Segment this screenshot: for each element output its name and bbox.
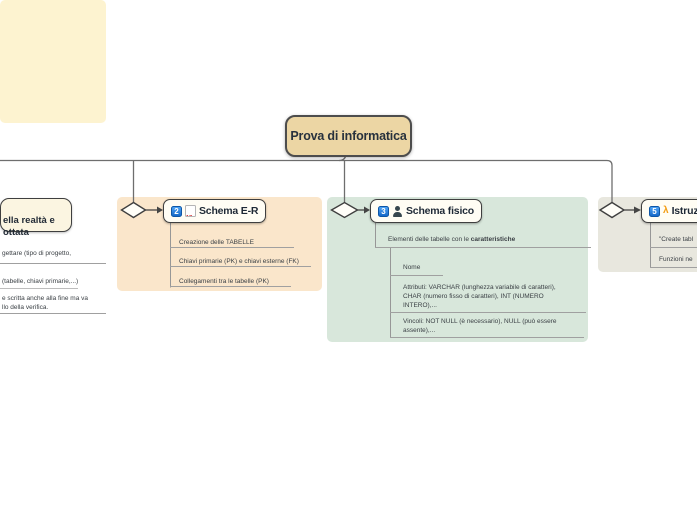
subtopic-analisi-1[interactable]: gettare (tipo di progetto, (0, 249, 106, 264)
subtopic-fisico-attributi[interactable]: Attributi: VARCHAR (lunghezza variabile … (390, 283, 586, 313)
subtopic-fisico-nome[interactable]: Nome (390, 263, 443, 276)
topic-analisi[interactable]: ella realtà e ottata (0, 198, 72, 238)
arrowhead-fisico-icon (364, 206, 370, 214)
topic-schema-er[interactable]: 2 17 Schema E-R (163, 199, 267, 223)
root-topic[interactable]: Prova di informatica (285, 115, 412, 157)
subtopic-er-3[interactable]: Collegamenti tra le tabelle (PK) (170, 277, 291, 287)
topic-istruzioni-label: Istruz (671, 205, 697, 217)
lambda-icon: λ (663, 205, 669, 216)
calendar-icon: 17 (185, 205, 196, 217)
arrowhead-istruzioni-icon (634, 206, 641, 214)
subtopic-fisico-elementi[interactable]: Elementi delle tabelle con le caratteris… (375, 235, 591, 248)
collapse-diamond-fisico[interactable] (330, 201, 359, 219)
calendar-icon-day: 17 (186, 215, 192, 216)
topic-schema-er-label: Schema E-R (199, 205, 259, 217)
topic-istruzioni[interactable]: 5 λ Istruz (641, 199, 697, 223)
subtopic-fisico-elementi-bold: caratteristiche (470, 236, 516, 243)
subtopic-istruzioni-2[interactable]: Funzioni ne (650, 255, 697, 268)
subtopic-er-1[interactable]: Creazione delle TABELLE (170, 238, 294, 248)
subtopic-fisico-elementi-text: Elementi delle tabelle con le (388, 236, 471, 243)
person-icon (392, 205, 403, 217)
root-topic-label: Prova di informatica (290, 129, 407, 143)
branch-panel-analisi (0, 0, 106, 123)
subtopic-analisi-2[interactable]: (tabelle, chiavi primarie,...) (0, 277, 78, 289)
collapse-diamond-er[interactable] (120, 201, 147, 219)
priority-3-badge: 3 (378, 205, 389, 217)
topic-schema-fisico[interactable]: 3 Schema fisico (370, 199, 483, 223)
subtopic-analisi-3[interactable]: e scritta anche alla fine ma va llo dell… (0, 294, 106, 314)
subtopic-istruzioni-1[interactable]: "Create tabl (650, 235, 697, 248)
subtopic-fisico-vincoli[interactable]: Vincoli: NOT NULL (è necessario), NULL (… (390, 317, 584, 338)
topic-schema-fisico-label: Schema fisico (406, 205, 475, 217)
main-rail-line (0, 159, 613, 202)
arrowhead-er-icon (157, 206, 163, 214)
priority-5-badge: 5 (649, 205, 660, 217)
collapse-diamond-istruzioni[interactable] (598, 201, 626, 219)
topic-analisi-label: ella realtà e ottata (3, 214, 55, 239)
priority-2-badge: 2 (171, 205, 182, 217)
subtopic-er-2[interactable]: Chiavi primarie (PK) e chiavi esterne (F… (170, 257, 311, 267)
